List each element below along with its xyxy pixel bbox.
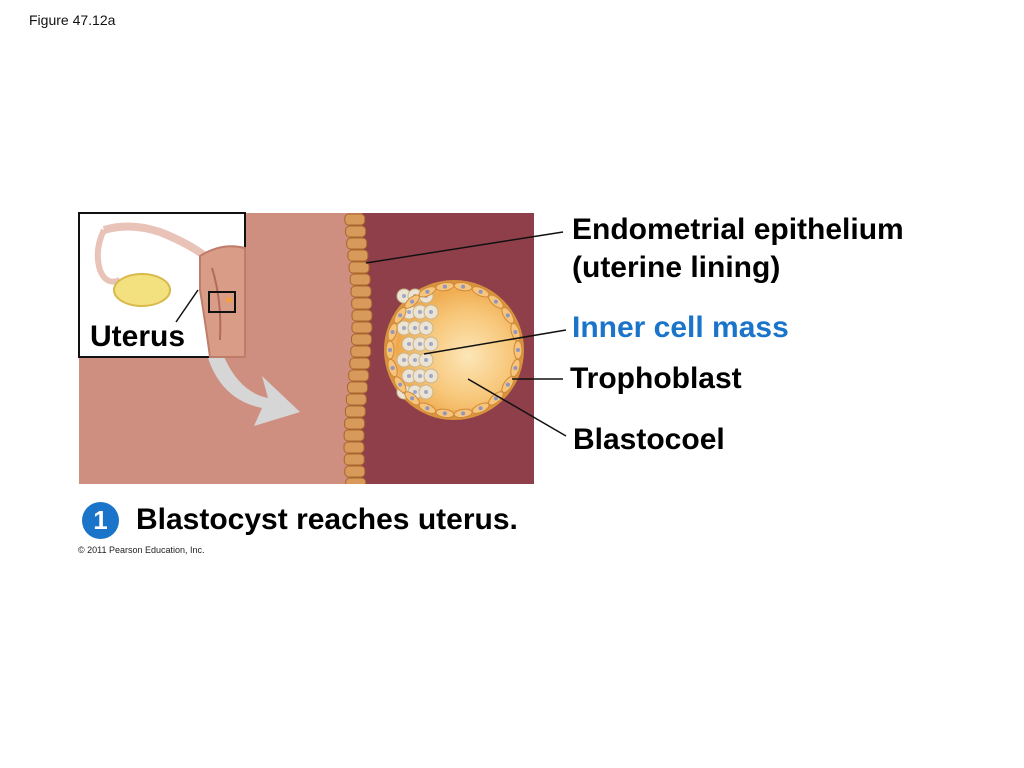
cell-nucleus [424, 326, 428, 330]
cell-nucleus [410, 396, 415, 401]
cell-nucleus [493, 299, 498, 304]
endometrial-label-line2: (uterine lining) [572, 251, 781, 284]
figure-label: Figure 47.12a [29, 12, 116, 28]
cell-nucleus [442, 284, 447, 289]
epithelial-cell [344, 213, 366, 226]
epithelial-cell [345, 477, 367, 484]
blastocyst [384, 280, 524, 420]
cell-nucleus [418, 374, 422, 378]
cell-nucleus [513, 329, 518, 334]
cell-nucleus [461, 411, 466, 416]
cell-nucleus [407, 310, 411, 314]
uterine-cavity-line [211, 267, 222, 341]
epithelial-cell [343, 453, 365, 466]
epithelial-cell [348, 261, 370, 274]
epithelial-cell [347, 381, 369, 394]
cell-nucleus [425, 289, 430, 294]
uterus-body [199, 245, 246, 358]
ovary [113, 273, 171, 307]
leader-lines [365, 231, 567, 437]
epithelial-cell [349, 357, 371, 370]
cell-nucleus [410, 299, 415, 304]
epithelial-cell [345, 225, 367, 238]
cell-nucleus [388, 348, 392, 352]
cell-nucleus [505, 313, 510, 318]
cell-nucleus [413, 358, 417, 362]
epithelial-cell [343, 429, 365, 442]
leader-blastocoel [467, 378, 567, 437]
cell-nucleus [402, 358, 406, 362]
cell-nucleus [418, 342, 422, 346]
cell-nucleus [478, 289, 483, 294]
endometrial-label-line1: Endometrial epithelium [572, 213, 904, 246]
cell-nucleus [407, 374, 411, 378]
cell-nucleus [505, 382, 510, 387]
cell-nucleus [429, 374, 433, 378]
epithelial-cell [344, 465, 366, 478]
cell-nucleus [402, 294, 406, 298]
inner-cell-mass [396, 288, 439, 400]
epithelial-cell [345, 393, 367, 406]
cell-nucleus [425, 406, 430, 411]
epithelial-cell [344, 405, 366, 418]
cell-nucleus [402, 326, 406, 330]
epithelial-cell [349, 273, 371, 286]
uterus-leader-line [175, 289, 199, 323]
cell-nucleus [424, 390, 428, 394]
cell-nucleus [390, 329, 395, 334]
step-number-badge: 1 [82, 501, 119, 539]
cell-nucleus [429, 342, 433, 346]
cell-nucleus [493, 396, 498, 401]
copyright: © 2011 Pearson Education, Inc. [78, 545, 205, 555]
epithelial-cell [348, 369, 370, 382]
uterus-label: Uterus [90, 320, 186, 353]
cell-nucleus [513, 366, 518, 371]
step-text: Blastocyst reaches uterus. [136, 503, 518, 536]
epithelial-cell [343, 441, 365, 454]
epithelial-cell [347, 249, 369, 262]
fimbriae [94, 228, 122, 285]
trophoblast-cells [385, 281, 523, 419]
cell-nucleus [442, 411, 447, 416]
epithelial-cell [351, 321, 373, 334]
inset-blastocyst-dot [226, 297, 232, 303]
inset-reproductive-tract [78, 212, 246, 358]
cell-nucleus [413, 326, 417, 330]
oviduct [102, 222, 215, 265]
epithelial-cell [351, 333, 373, 346]
epithelial-cell [350, 345, 372, 358]
epithelial-cell [350, 285, 372, 298]
epithelial-cell [344, 417, 366, 430]
trophoblast-label: Trophoblast [570, 362, 742, 395]
epithelial-cell [346, 237, 368, 250]
cell-nucleus [398, 382, 403, 387]
magnify-arrow [208, 352, 300, 426]
cell-nucleus [407, 342, 411, 346]
inset-zoom-box [208, 291, 236, 313]
epithelial-cell [351, 297, 373, 310]
cell-nucleus [461, 284, 466, 289]
endometrial-epithelium [343, 213, 373, 484]
cell-nucleus [413, 390, 417, 394]
cell-nucleus [424, 358, 428, 362]
cell-nucleus [429, 310, 433, 314]
leader-endometrial [365, 231, 564, 264]
epithelial-cell [351, 309, 373, 322]
cell-nucleus [478, 406, 483, 411]
cell-nucleus [516, 348, 520, 352]
cell-nucleus [390, 366, 395, 371]
cell-nucleus [418, 310, 422, 314]
cell-nucleus [398, 313, 403, 318]
blastocoel-label: Blastocoel [573, 423, 725, 456]
leader-inner-cell-mass [423, 329, 567, 355]
inner-cell-mass-label: Inner cell mass [572, 311, 789, 344]
step-caption: 1 Blastocyst reaches uterus. [82, 500, 518, 540]
